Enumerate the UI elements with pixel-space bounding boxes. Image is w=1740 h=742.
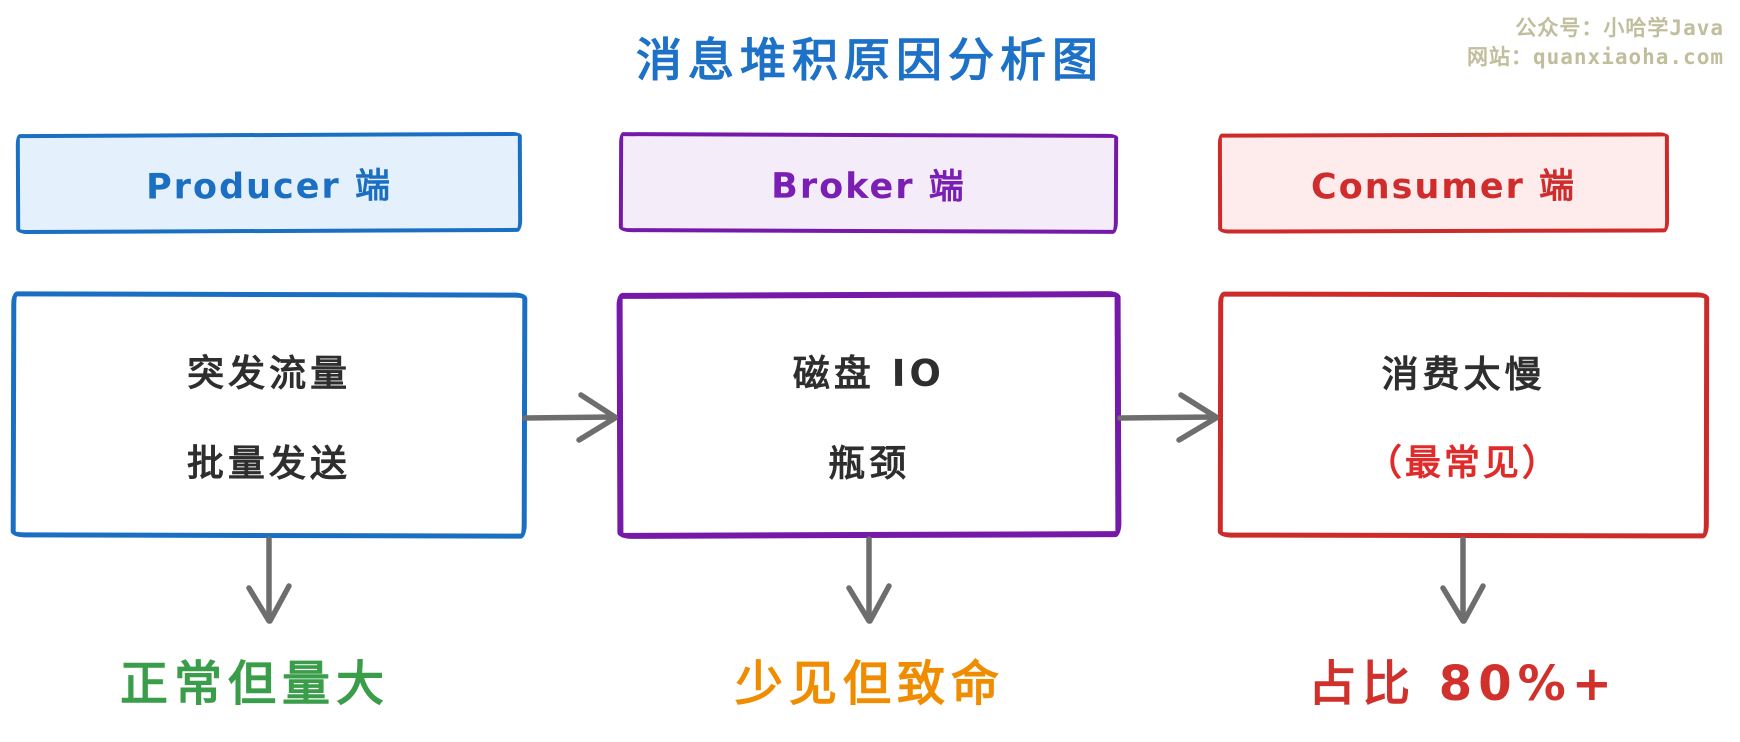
arrow-consumer-to-verdict-icon bbox=[1440, 536, 1486, 624]
broker-header-box: Broker 端 bbox=[618, 132, 1119, 234]
arrow-broker-to-consumer-icon bbox=[1117, 392, 1219, 443]
arrow-producer-to-broker-icon bbox=[522, 392, 618, 443]
diagram-title: 消息堆积原因分析图 bbox=[636, 33, 1104, 87]
producer-verdict-label: 正常但量大 bbox=[119, 656, 391, 712]
watermark-wechat: 公众号：小哈学Java bbox=[1515, 16, 1724, 40]
consumer-header-label: Consumer 端 bbox=[1310, 166, 1577, 207]
broker-cause-line2: 瓶颈 bbox=[828, 441, 911, 486]
producer-cause-line1: 突发流量 bbox=[187, 351, 352, 396]
consumer-cause-line1: 消费太慢 bbox=[1381, 352, 1546, 397]
producer-cause-box: 突发流量 批量发送 bbox=[10, 291, 528, 539]
broker-cause-line1: 磁盘 IO bbox=[792, 351, 945, 396]
consumer-cause-box: 消费太慢 （最常见） bbox=[1217, 291, 1710, 539]
broker-header-label: Broker 端 bbox=[771, 166, 966, 207]
producer-header-label: Producer 端 bbox=[145, 165, 393, 208]
producer-cause-line2: 批量发送 bbox=[186, 441, 351, 486]
consumer-verdict-label: 占比 80%+ bbox=[1308, 656, 1618, 712]
watermark-site: 网站：quanxiaoha.com bbox=[1466, 44, 1724, 69]
consumer-cause-note: （最常见） bbox=[1365, 442, 1561, 485]
consumer-header-box: Consumer 端 bbox=[1217, 132, 1670, 234]
watermark: 公众号：小哈学Java 网站：quanxiaoha.com bbox=[1467, 14, 1724, 72]
arrow-broker-to-verdict-icon bbox=[846, 536, 892, 624]
producer-header-box: Producer 端 bbox=[15, 131, 523, 235]
arrow-producer-to-verdict-icon bbox=[246, 536, 292, 624]
broker-verdict-label: 少见但致命 bbox=[734, 656, 1006, 712]
broker-cause-box: 磁盘 IO 瓶颈 bbox=[616, 291, 1122, 539]
